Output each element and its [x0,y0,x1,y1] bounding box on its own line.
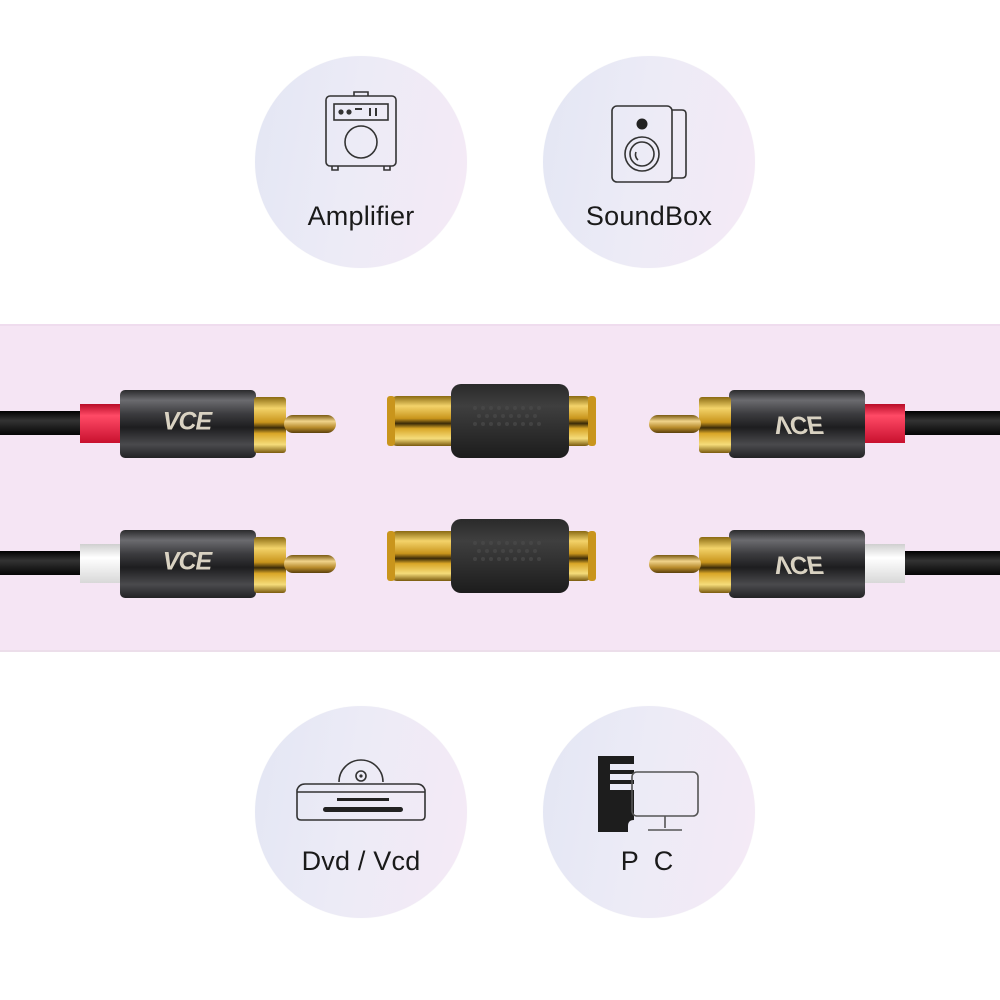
device-label: P C [620,846,678,876]
rca-plug-right-white: VCE [649,530,1000,598]
brand-logo-mirrored: VCE [774,550,825,578]
amplifier-icon [325,91,397,171]
rca-female-coupler-top [387,384,596,458]
device-card-amplifier: Amplifier [255,56,467,268]
band-divider-bottom [0,650,1000,652]
rca-plug-left-red: VCE [0,390,336,458]
rca-female-coupler-bottom [387,519,596,593]
device-label: Amplifier [307,201,415,231]
rca-plug-right-red: VCE [649,390,1000,458]
pc-icon [598,756,699,832]
device-label: SoundBox [585,201,713,231]
rca-plug-left-white: VCE [0,530,336,598]
dvd-player-icon [296,759,426,821]
device-card-pc: P C [543,706,755,918]
device-card-soundbox: SoundBox [543,56,755,268]
brand-logo: VCE [163,408,214,436]
cable [0,411,85,435]
device-label: Dvd / Vcd [301,846,421,876]
brand-logo-mirrored: VCE [774,410,825,438]
white-band [80,544,122,583]
speaker-icon [611,105,687,183]
band-divider-top [0,324,1000,326]
device-card-dvd: Dvd / Vcd [255,706,467,918]
brand-logo: VCE [163,548,214,576]
red-band [80,404,122,443]
